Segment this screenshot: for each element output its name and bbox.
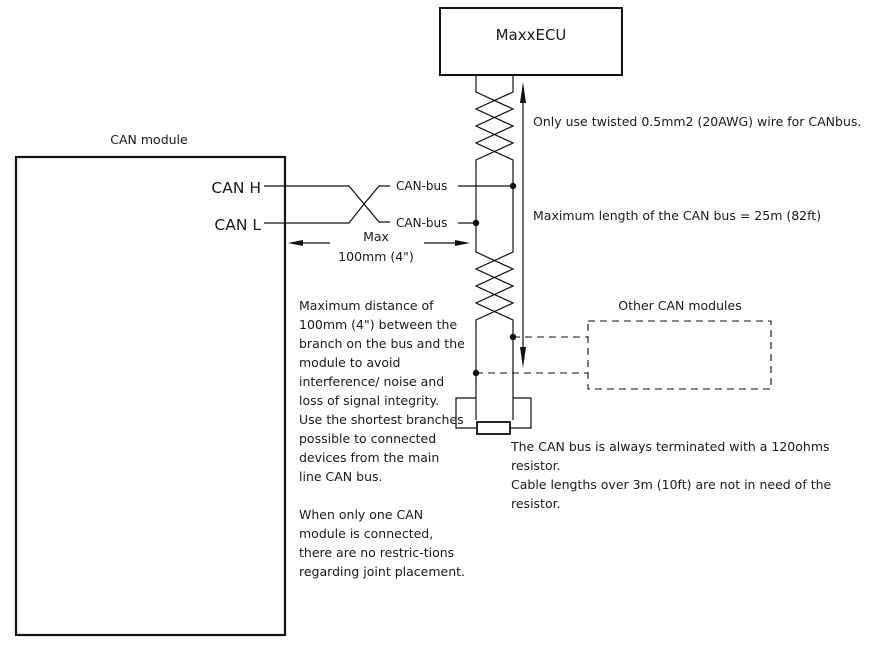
branch-note-paragraph-2: Use the shortest branches possible to co…: [299, 412, 464, 484]
can-module-title: CAN module: [110, 132, 188, 147]
branch-distance-note: Maximum distance of 100mm (4") between t…: [299, 296, 465, 581]
arrow-down-icon: [520, 347, 526, 368]
branch-distance-dimension: [288, 240, 470, 246]
termination-note-line-2: Cable lengths over 3m (10ft) are not in …: [511, 477, 832, 511]
branch-note-paragraph-1: Maximum distance of 100mm (4") between t…: [299, 298, 465, 408]
dimension-value-label: 100mm (4"): [338, 249, 414, 264]
bus-wire-b-lower: [474, 248, 515, 420]
termination-resistor: [455, 397, 532, 435]
other-can-modules-label: Other CAN modules: [618, 298, 741, 313]
max-length-annotation: Maximum length of the CAN bus = 25m (82f…: [533, 208, 821, 223]
branch-wires: [264, 185, 513, 224]
main-bus-twisted-pair: [474, 75, 515, 420]
can-h-pin-label: CAN H: [211, 179, 261, 197]
can-l-branch-wire: [264, 185, 390, 224]
bus-label-high: CAN-bus: [396, 179, 447, 193]
termination-note-line-1: The CAN bus is always terminated with a …: [511, 439, 830, 473]
can-l-pin-label: CAN L: [214, 216, 261, 234]
junction-dot: [472, 219, 480, 227]
bus-wire-a-upper: [474, 75, 515, 248]
arrow-right-icon: [455, 240, 470, 246]
dimension-max-label: Max: [363, 229, 389, 244]
arrow-up-icon: [520, 82, 526, 103]
bus-wire-a-lower: [474, 248, 515, 420]
other-can-modules-box: [476, 320, 772, 390]
junction-dot: [509, 182, 517, 190]
branch-note-paragraph-3: When only one CAN module is connected, t…: [299, 507, 465, 579]
bus-wire-b-upper: [474, 75, 515, 248]
can-module-box: CAN module CAN H CAN L: [14, 132, 287, 637]
arrow-left-icon: [288, 240, 303, 246]
wire-spec-annotation: Only use twisted 0.5mm2 (20AWG) wire for…: [533, 114, 861, 129]
resistor-120ohm: [476, 421, 511, 435]
termination-note: The CAN bus is always terminated with a …: [511, 437, 871, 513]
bus-length-arrow: [520, 82, 526, 368]
maxxecu-label: MaxxECU: [496, 26, 567, 44]
bus-label-low: CAN-bus: [396, 216, 447, 230]
maxxecu-box: MaxxECU: [439, 7, 623, 76]
